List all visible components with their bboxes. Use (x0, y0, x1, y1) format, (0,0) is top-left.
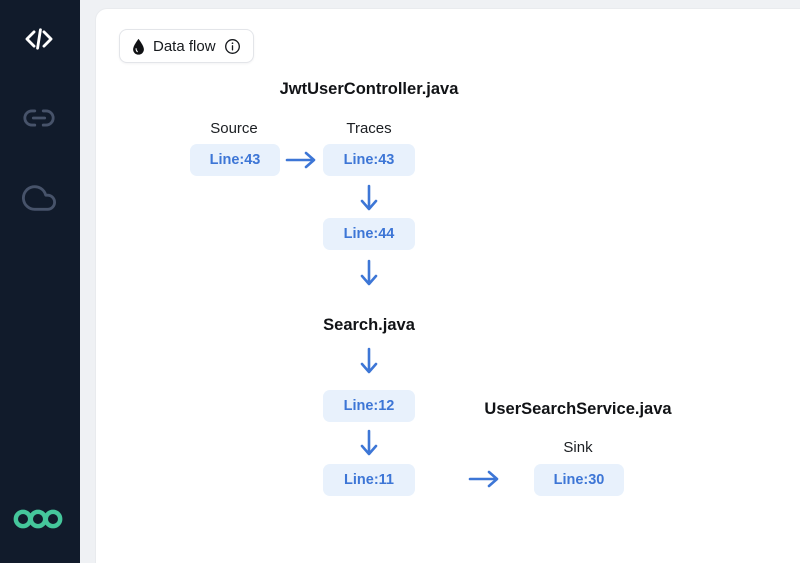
arrow-down-icon (359, 346, 379, 378)
trace-line-node[interactable]: Line:44 (323, 218, 415, 250)
droplet-icon (132, 38, 145, 55)
arrow-down-icon (359, 258, 379, 290)
data-flow-badge-label: Data flow (153, 37, 216, 55)
trace-line-node[interactable]: Line:43 (323, 144, 415, 176)
trace-line-node[interactable]: Line:12 (323, 390, 415, 422)
file-title: Search.java (323, 316, 415, 334)
three-rings-logo (13, 506, 63, 532)
source-column-label: Source (210, 120, 258, 137)
data-flow-panel: Data flow JwtUserController.java Source … (95, 8, 800, 563)
source-line-node[interactable]: Line:43 (190, 144, 280, 176)
arrow-down-icon (359, 428, 379, 460)
sink-line-node[interactable]: Line:30 (534, 464, 624, 496)
arrow-down-icon (359, 183, 379, 215)
code-icon[interactable] (20, 20, 58, 58)
traces-column-label: Traces (346, 120, 392, 137)
link-icon[interactable] (20, 99, 58, 137)
sink-column-label: Sink (563, 439, 593, 456)
file-title: JwtUserController.java (279, 80, 459, 98)
arrow-right-icon (284, 150, 320, 170)
file-title: UserSearchService.java (484, 400, 672, 418)
info-icon[interactable] (224, 38, 241, 55)
data-flow-badge[interactable]: Data flow (119, 29, 254, 63)
arrow-right-icon (467, 469, 503, 489)
cloud-icon[interactable] (20, 179, 58, 217)
trace-line-node[interactable]: Line:11 (323, 464, 415, 496)
sidebar (0, 0, 80, 563)
